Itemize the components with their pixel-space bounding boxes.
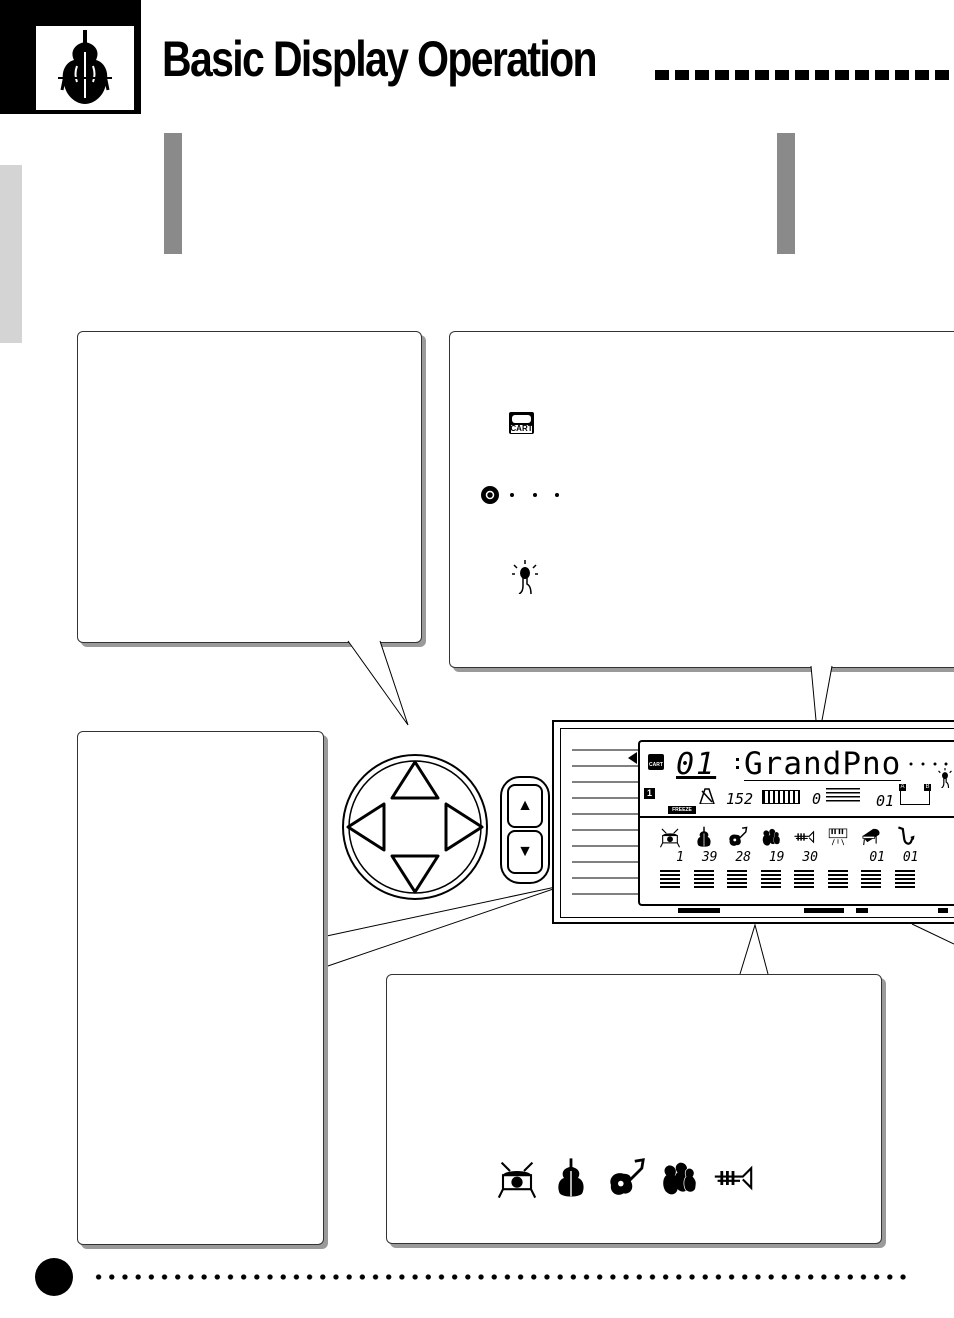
lcd-tempo: 152 bbox=[726, 790, 754, 808]
display-icons-box: CART bbox=[449, 331, 954, 668]
drum-icon bbox=[658, 826, 682, 848]
part-icons-description-box bbox=[386, 974, 882, 1244]
touch-sensitivity-icon bbox=[512, 560, 538, 595]
keyboard-icon bbox=[826, 826, 850, 848]
guitar-icon bbox=[725, 826, 749, 848]
lcd-indicator-bar bbox=[804, 908, 844, 913]
lcd-indicator-bar bbox=[856, 908, 868, 913]
cart-icon: CART bbox=[509, 412, 534, 434]
lcd-transpose: 0 bbox=[812, 790, 822, 808]
lcd-track-badge: 1 bbox=[644, 788, 655, 799]
lcd-volume-meter bbox=[660, 870, 680, 888]
lcd-separator bbox=[640, 816, 954, 818]
lcd-part-column: 1 bbox=[656, 826, 686, 896]
lcd-part-column: 39 bbox=[690, 826, 720, 896]
lcd-part-column: 19 bbox=[757, 826, 787, 896]
page-title: Basic Display Operation bbox=[162, 31, 598, 87]
lcd-volume-meter bbox=[794, 870, 814, 888]
cursor-pad[interactable] bbox=[340, 752, 490, 902]
lcd-pointer-icon bbox=[628, 752, 637, 764]
lcd-segments-description-box bbox=[77, 731, 324, 1245]
ab-repeat-icon: A B bbox=[899, 784, 931, 805]
lcd-label-lines bbox=[572, 749, 640, 895]
intro-left-bar bbox=[164, 133, 182, 254]
lcd-freeze-badge: FREEZE bbox=[668, 806, 696, 814]
cursor-left-button[interactable] bbox=[346, 802, 386, 852]
cursor-up-button[interactable] bbox=[390, 760, 440, 800]
lcd-beat-dots-icon bbox=[908, 754, 948, 766]
guitar-icon bbox=[603, 1157, 647, 1199]
lcd-part-column: 01 bbox=[891, 826, 921, 896]
lcd-part-column bbox=[824, 826, 854, 896]
lcd-part-column: 30 bbox=[790, 826, 820, 896]
bass-icon bbox=[549, 1157, 593, 1199]
part-icons-row bbox=[495, 1157, 775, 1199]
lcd-part-value: 30 bbox=[802, 850, 818, 865]
cursor-pad-description-box bbox=[77, 331, 422, 643]
lcd-volume-meter bbox=[760, 870, 781, 888]
footer-dotted-rule bbox=[92, 1272, 912, 1282]
bass-icon bbox=[692, 826, 716, 848]
lcd-indicator-bar bbox=[938, 908, 948, 913]
cart-icon: CART bbox=[648, 754, 664, 770]
beat-dots-icon bbox=[480, 485, 562, 505]
title-rule bbox=[655, 70, 950, 80]
lcd-part-value: 01 bbox=[869, 850, 885, 865]
lcd-indicator-bar bbox=[678, 908, 720, 913]
lcd-colon bbox=[736, 758, 740, 772]
lcd-part-value: 01 bbox=[902, 850, 919, 865]
lcd-bezel bbox=[560, 728, 954, 918]
lcd-part-value: 28 bbox=[735, 850, 751, 865]
piano-icon bbox=[859, 826, 883, 848]
lcd-volume-meter bbox=[894, 870, 915, 888]
saxophone-icon bbox=[893, 826, 917, 848]
lcd-volume-meter bbox=[727, 870, 747, 888]
lcd-touch-icon bbox=[936, 768, 954, 789]
lcd-voice-name: GrandPno bbox=[744, 746, 902, 782]
cursor-right-button[interactable] bbox=[444, 802, 484, 852]
cursor-down-button[interactable] bbox=[390, 854, 440, 894]
intro-right-bar bbox=[777, 133, 795, 254]
metronome-icon bbox=[698, 788, 716, 805]
transpose-keyboard-icon bbox=[762, 790, 800, 804]
strings-icon bbox=[657, 1157, 701, 1199]
side-tab bbox=[0, 165, 22, 343]
lcd-staff-icon bbox=[826, 788, 860, 802]
strings-icon bbox=[759, 826, 783, 848]
upright-bass-icon bbox=[36, 26, 134, 110]
page-number-dot bbox=[35, 1258, 73, 1296]
trumpet-icon bbox=[711, 1157, 755, 1199]
updown-button-frame: ▲ ▼ bbox=[500, 776, 550, 884]
trumpet-icon bbox=[792, 826, 816, 848]
lcd-part-columns: 1 39 28 19 30 01 01 bbox=[656, 826, 954, 896]
lcd-part-value: 19 bbox=[768, 850, 785, 865]
lcd-volume-meter bbox=[827, 870, 848, 888]
lcd-part-value: 1 bbox=[676, 850, 684, 865]
down-button[interactable]: ▼ bbox=[507, 830, 543, 874]
lcd-part-column: 28 bbox=[723, 826, 753, 896]
lcd-part-value: 39 bbox=[701, 850, 718, 865]
lcd-volume-meter bbox=[693, 870, 714, 888]
lcd-volume-meter bbox=[861, 870, 881, 888]
lcd-number: 01 bbox=[676, 747, 717, 782]
drum-icon bbox=[495, 1157, 539, 1199]
lcd-screen: CART 01 GrandPno 1 FREEZE 152 0 01 A B 1… bbox=[628, 740, 954, 906]
lcd-registration: 01 bbox=[876, 792, 895, 810]
lcd-panel: CART 01 GrandPno 1 FREEZE 152 0 01 A B 1… bbox=[552, 720, 954, 924]
up-button[interactable]: ▲ bbox=[507, 784, 543, 828]
lcd-part-column: 01 bbox=[857, 826, 887, 896]
